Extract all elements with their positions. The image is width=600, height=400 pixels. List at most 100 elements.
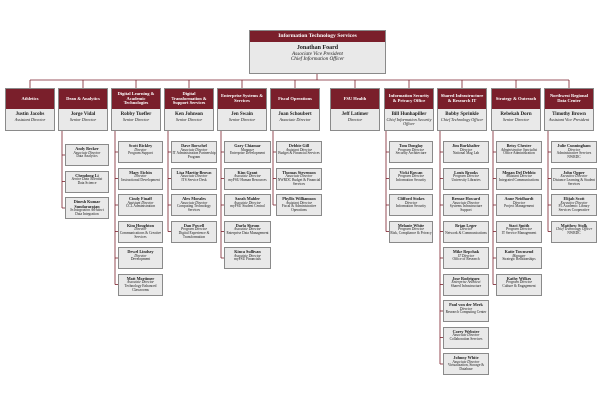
staff-title: Director <box>134 174 147 179</box>
staff-title: Chief Technology Officer <box>555 227 593 232</box>
dept-card-2: Digital Learning & Academic Technologies… <box>111 88 161 131</box>
staff-title: Associate Director <box>285 174 313 179</box>
dept-header-1: Dean & Analytics <box>59 89 107 109</box>
dept-header-9: Strategy & Outreach <box>492 89 540 109</box>
staff-dept: Technology Enhanced Classrooms <box>124 283 157 292</box>
staff-name: Jose Rodriguez <box>452 275 480 281</box>
staff-dept: IT Administration Partnership Program <box>172 151 216 160</box>
dept-lead-title-3: Senior Director <box>175 116 203 122</box>
staff-dept: Program Support <box>128 151 153 156</box>
staff-name: Johnny White <box>453 355 479 360</box>
dept-header-8: Shared Infrastructure & Research IT <box>438 89 486 109</box>
staff-title: Program Director <box>453 174 479 179</box>
staff-name: Megan Del Debbio <box>502 169 536 175</box>
staff-dept: myFSU Human Resources <box>228 177 267 182</box>
staff-dept: Information Security <box>395 177 427 182</box>
staff-dept: Data Integration <box>75 211 99 216</box>
staff-title: Assistant Director <box>285 147 313 152</box>
staff-title: Assistant Director <box>285 200 313 205</box>
dept-lead-name-1: Jorge Vidal <box>70 112 96 117</box>
staff-title: Administrative Specialist <box>500 147 538 152</box>
staff-name: Mary Eichin <box>129 169 152 175</box>
staff-title: Associate Director <box>234 253 261 258</box>
top-name: Jonathan Foard <box>296 45 339 51</box>
staff-title: Associate Director <box>127 280 154 285</box>
staff-title: Director <box>459 306 473 311</box>
dept-lead-name-9: Rebekah Dorn <box>500 112 532 117</box>
staff-name: Dave Borschel <box>181 143 207 148</box>
staff-title: Director <box>512 200 526 205</box>
dept-lead-title-4: Senior Director <box>228 116 256 122</box>
staff-name: Sarah Mahler <box>234 196 260 201</box>
staff-title: Director <box>134 147 147 152</box>
staff-dept: Culture & Engagement <box>502 283 536 288</box>
staff-name: Dinesh Kumar Sundararajan <box>73 199 101 209</box>
dept-lead-name-3: Ken Johnson <box>175 112 203 117</box>
staff-name: Katie Townsend <box>504 249 534 254</box>
staff-title: Director <box>134 227 147 232</box>
staff-dept: Network & Communications <box>445 230 487 235</box>
staff-name: Jim Burkhalter <box>452 143 480 148</box>
dept-lead-name-6: Jeff Latimer <box>341 112 369 117</box>
staff-name: John Opper <box>563 169 585 175</box>
staff-dept: Risk, Compliance & Privacy <box>390 230 432 235</box>
dept-lead-title-5: Associate Director <box>279 116 311 122</box>
staff-name: Melanie White <box>397 222 425 228</box>
staff-title: Sr.Integration Architect <box>70 208 104 213</box>
dept-lead-name-5: Joan Schoubert <box>278 112 312 117</box>
staff-dept: Development <box>130 257 151 262</box>
staff-title: Associate Director <box>234 174 261 179</box>
staff-title: Assistant Director <box>127 200 154 205</box>
staff-name: Corey Webster <box>452 328 480 334</box>
staff-dept: Data Science <box>77 180 97 185</box>
staff-name: Gary Chiamar <box>234 143 261 148</box>
staff-title: Associate Director <box>234 227 261 232</box>
staff-title: Director <box>459 227 473 232</box>
staff-name: Chendong Li <box>75 172 99 178</box>
staff-title: Director <box>459 147 473 152</box>
staff-dept: Budget & Financial Services <box>278 151 320 156</box>
staff-name: Kim Houghton <box>127 222 154 228</box>
staff-name: Kinca Sullivan <box>234 249 261 254</box>
staff-title: Associate Director <box>180 147 208 152</box>
dept-lead-name-8: Bobby Sprinkle <box>445 112 479 117</box>
staff-name: Matt Mortimer <box>126 275 155 281</box>
staff-name: Dan Powell <box>183 222 205 228</box>
staff-title: Senior Data Scientist <box>71 177 103 182</box>
top-executive-card: Information Technology Services Jonathan… <box>249 30 386 74</box>
staff-title: IT Director <box>457 253 475 258</box>
staff-title: Program Director <box>398 147 424 152</box>
dept-header-2: Digital Learning & Academic Technologies <box>112 89 160 109</box>
staff-title: Program Director <box>398 227 424 232</box>
staff-title: Assistant Director <box>505 174 533 179</box>
dept-lead-title-2: Senior Director <box>122 116 150 122</box>
